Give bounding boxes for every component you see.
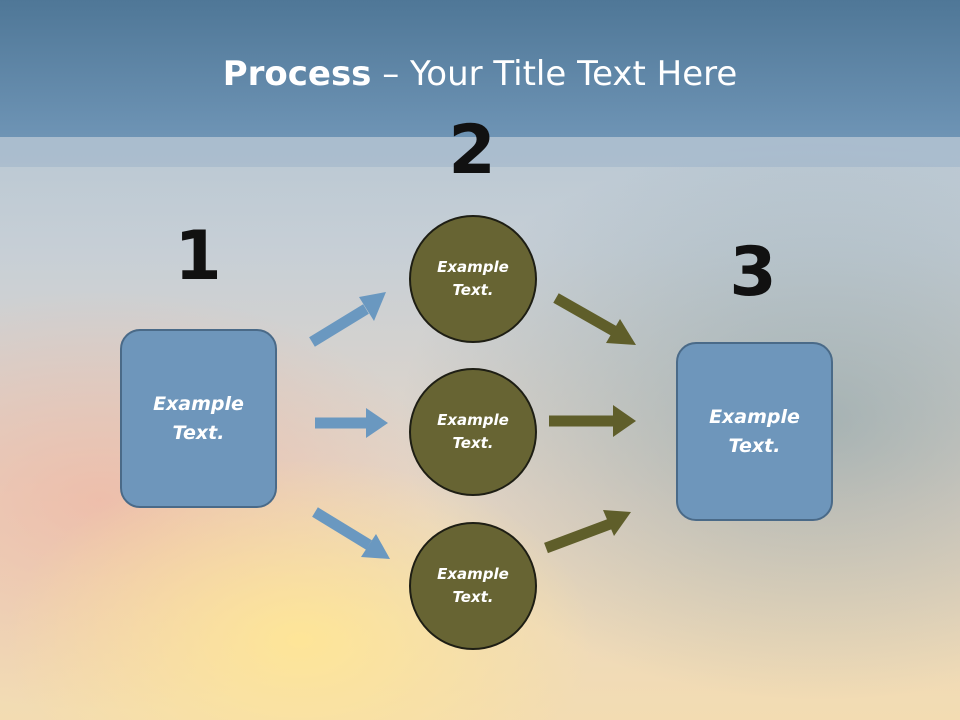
step-number-3: 3	[729, 233, 777, 312]
step-number-2: 2	[448, 111, 496, 190]
step-2-circle-bottom[interactable]: Example Text.	[409, 522, 537, 650]
blue-arrow-down	[312, 507, 390, 559]
title-bold: Process	[222, 54, 372, 94]
title-rest: – Your Title Text Here	[371, 54, 738, 94]
olive-arrow-down	[553, 293, 636, 345]
olive-arrow-right	[549, 405, 636, 437]
step-2-bottom-label: Example Text.	[437, 565, 509, 606]
step-2-top-label: Example Text.	[437, 258, 509, 299]
step-1-box[interactable]: Example Text.	[120, 329, 277, 508]
step-1-label: Example Text.	[153, 392, 244, 444]
step-2-circle-top[interactable]: Example Text.	[409, 215, 537, 343]
title-bar-strip	[0, 137, 960, 167]
step-2-middle-label: Example Text.	[437, 411, 509, 452]
step-3-label: Example Text.	[709, 405, 800, 457]
blue-arrow-right	[315, 408, 388, 438]
title-bar	[0, 0, 960, 137]
blue-arrow-up	[309, 292, 386, 347]
step-number-1: 1	[174, 217, 222, 296]
page-title: Process – Your Title Text Here	[0, 52, 960, 96]
olive-arrow-up	[544, 510, 631, 554]
step-3-box[interactable]: Example Text.	[676, 342, 833, 521]
step-2-circle-middle[interactable]: Example Text.	[409, 368, 537, 496]
